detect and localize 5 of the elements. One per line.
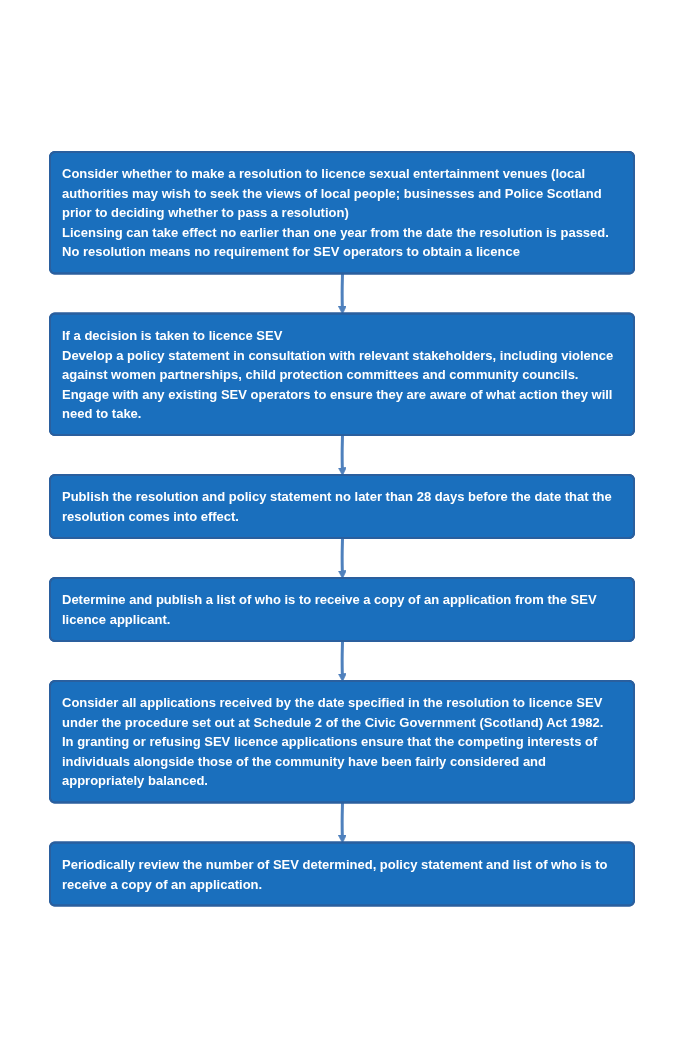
arrow <box>337 802 347 844</box>
arrow <box>337 273 347 315</box>
arrow <box>337 538 347 579</box>
arrow <box>337 435 347 476</box>
arrow <box>337 641 347 682</box>
